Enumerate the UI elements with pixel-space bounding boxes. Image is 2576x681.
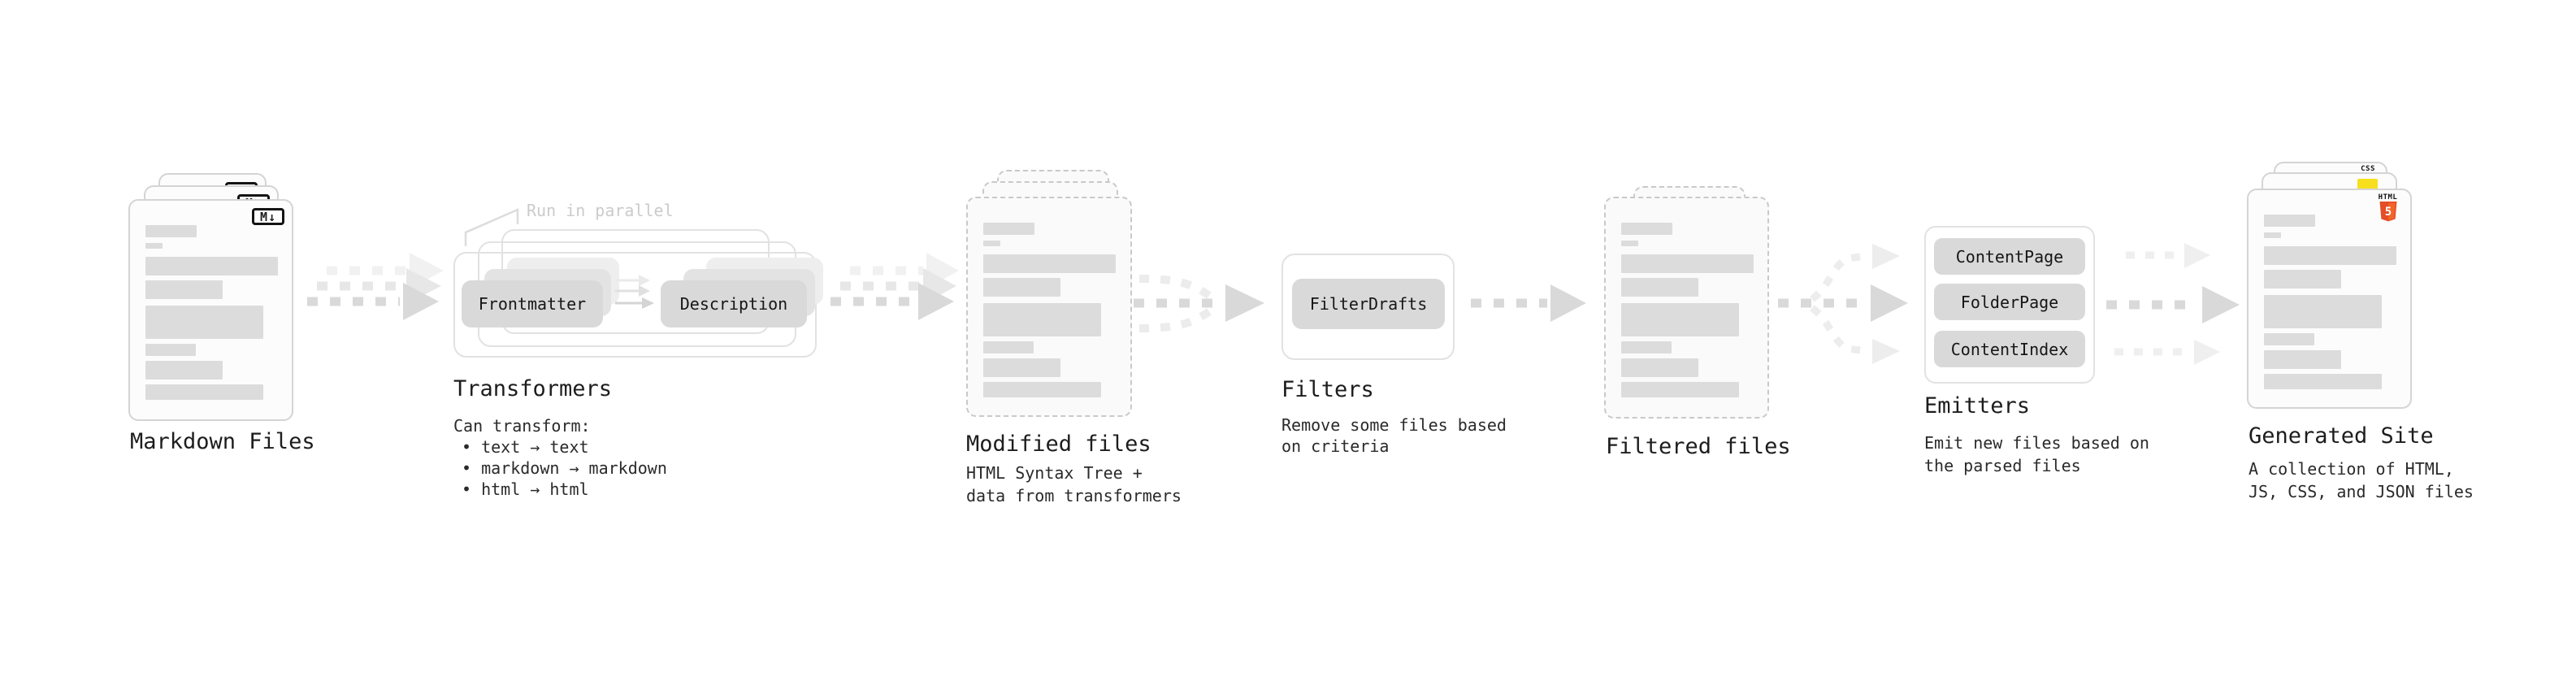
generated-desc-line-2: JS, CSS, and JSON files — [2249, 482, 2474, 501]
text-line-placeholder — [2264, 232, 2281, 238]
arrow-curve-bottom — [1138, 302, 1219, 332]
text-line-placeholder — [1621, 254, 1754, 273]
generated-desc-line-1: A collection of HTML, — [2249, 459, 2454, 479]
emitter-pill-folderpage: FolderPage — [1934, 284, 2085, 320]
arrow-markdown-to-transformers — [307, 253, 444, 320]
arrow-head — [1550, 284, 1586, 322]
text-line-placeholder — [2264, 295, 2382, 328]
filters-box — [1281, 254, 1455, 360]
arrow-head — [2184, 243, 2210, 268]
text-line-placeholder — [1621, 341, 1672, 354]
markdown-icon: M↓ — [252, 208, 284, 225]
text-line-placeholder — [145, 344, 196, 356]
text-line-placeholder — [983, 241, 1000, 246]
stage-label-filters: Filters — [1281, 377, 1374, 402]
text-line-placeholder — [145, 306, 263, 339]
transformers-bullet-1: • text → text — [462, 437, 589, 457]
emitter-pill-contentindex: ContentIndex — [1934, 331, 2085, 367]
arrow-head — [2194, 340, 2220, 365]
text-line-placeholder — [983, 223, 1034, 235]
transformers-bullet-3: • html → html — [462, 479, 589, 499]
arrow-head — [1872, 244, 1900, 269]
stage-label-emitters: Emitters — [1924, 393, 2031, 419]
arrow-head — [926, 253, 959, 288]
generated-doc-front: HTML 5 — [2247, 189, 2412, 409]
filters-desc-line-2: on criteria — [1281, 436, 1390, 456]
filter-pill-filterdrafts: FilterDrafts — [1292, 279, 1445, 329]
stage-label-generated-site: Generated Site — [2249, 423, 2434, 449]
html5-shield: 5 — [2379, 202, 2396, 222]
arrow-head — [918, 283, 954, 320]
text-line-placeholder — [983, 358, 1060, 377]
text-line-placeholder — [2264, 333, 2314, 345]
filters-desc-line-1: Remove some files based — [1281, 415, 1507, 435]
run-in-parallel-annotation: Run in parallel — [527, 201, 674, 220]
transformer-box-front — [453, 252, 817, 358]
arrow-head — [923, 268, 956, 304]
arrow-split-filtered-to-emitters — [1778, 244, 1908, 364]
text-line-placeholder — [2264, 350, 2341, 369]
transformers-bullet-2: • markdown → markdown — [462, 458, 667, 478]
filtered-doc-front — [1604, 197, 1769, 419]
emitter-pill-contentpage: ContentPage — [1934, 238, 2085, 275]
arrow-head — [406, 268, 441, 304]
text-line-placeholder — [1621, 241, 1638, 246]
text-line-placeholder — [145, 243, 163, 249]
text-line-placeholder — [1621, 223, 1672, 235]
arrow-curve-bottom — [1810, 305, 1868, 355]
modified-desc-line-2: data from transformers — [966, 486, 1182, 505]
arrows-emitters-to-generated — [2106, 243, 2240, 365]
arrow-merge-modified-to-filters — [1134, 275, 1264, 332]
html5-icon-text: HTML — [2378, 193, 2398, 202]
text-line-placeholder — [983, 341, 1034, 354]
text-line-placeholder — [1621, 358, 1698, 377]
html5-icon: HTML 5 — [2377, 194, 2399, 223]
text-line-placeholder — [1621, 382, 1739, 397]
text-line-placeholder — [2264, 246, 2396, 265]
html5-shield-right — [2387, 202, 2396, 220]
markdown-doc-front: M↓ — [128, 199, 293, 421]
stage-label-modified-files: Modified files — [966, 432, 1151, 457]
arrow-curve-top — [1138, 275, 1219, 305]
transformer-pill-frontmatter: Frontmatter — [462, 280, 603, 327]
text-line-placeholder — [145, 225, 197, 237]
html5-icon-number: 5 — [2384, 206, 2391, 219]
emitters-desc-line-2: the parsed files — [1924, 456, 2081, 475]
arrow-transformers-to-modified — [830, 253, 959, 320]
css-icon-text: CSS — [2361, 165, 2375, 173]
modified-doc-front — [966, 197, 1132, 417]
text-line-placeholder — [983, 254, 1116, 273]
transformers-note-title: Can transform: — [453, 416, 591, 436]
text-line-placeholder — [1621, 278, 1698, 297]
emitters-box — [1924, 226, 2095, 384]
arrow-filters-to-filtered — [1471, 284, 1586, 322]
text-line-placeholder — [145, 280, 223, 299]
arrow-head — [2202, 286, 2240, 323]
text-line-placeholder — [1621, 303, 1739, 336]
text-line-placeholder — [145, 384, 263, 400]
stage-label-filtered-files: Filtered files — [1606, 434, 1791, 459]
text-line-placeholder — [2264, 374, 2382, 389]
text-line-placeholder — [983, 278, 1060, 297]
transformer-pill-description: Description — [661, 280, 807, 327]
stage-label-transformers: Transformers — [453, 376, 613, 401]
stage-label-markdown-files: Markdown Files — [130, 429, 315, 454]
arrow-head — [1871, 284, 1908, 322]
arrow-head — [1872, 339, 1900, 364]
text-line-placeholder — [983, 382, 1101, 397]
arrow-head — [410, 253, 444, 288]
text-line-placeholder — [2264, 215, 2315, 227]
text-line-placeholder — [2264, 270, 2341, 288]
text-line-placeholder — [145, 257, 278, 275]
modified-desc-line-1: HTML Syntax Tree + — [966, 463, 1143, 483]
arrow-head — [1225, 284, 1264, 322]
text-line-placeholder — [145, 361, 223, 380]
emitters-desc-line-1: Emit new files based on — [1924, 433, 2149, 453]
arrow-head — [403, 283, 439, 320]
arrow-curve-top — [1810, 252, 1868, 302]
text-line-placeholder — [983, 303, 1101, 336]
